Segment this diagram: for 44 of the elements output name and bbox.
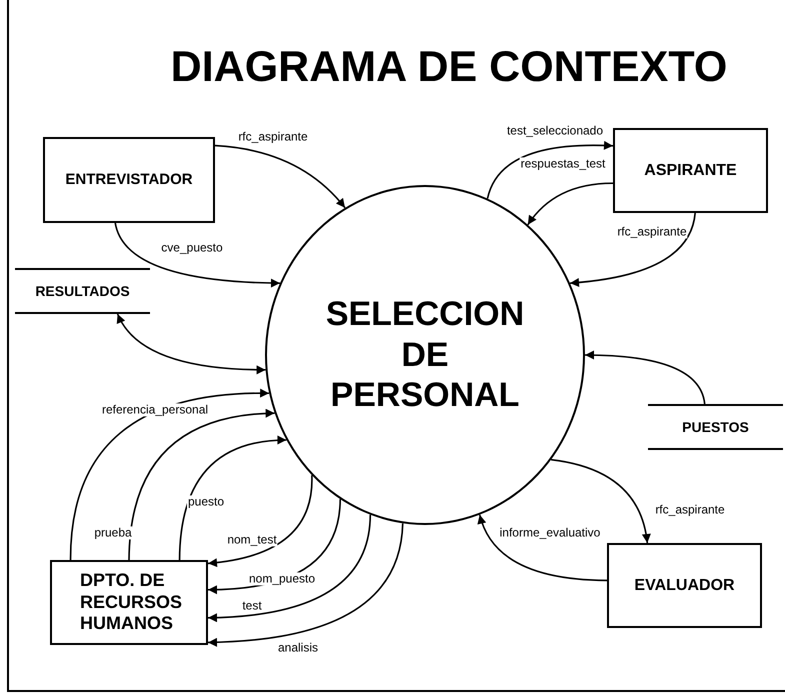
data-store — [648, 404, 783, 450]
process-circle — [265, 185, 585, 525]
arrow — [478, 514, 608, 582]
node-label: DPTO. DE RECURSOS HUMANOS — [80, 570, 184, 635]
arrow — [178, 436, 286, 560]
edge-label: respuestas_test — [520, 157, 606, 171]
arrow — [214, 144, 346, 208]
diagram-title: DIAGRAMA DE CONTEXTO — [170, 44, 728, 92]
arrow — [550, 458, 650, 544]
node-label: RESULTADOS — [35, 282, 130, 300]
arrow — [208, 475, 313, 567]
arrow — [208, 523, 404, 647]
arrow — [116, 314, 266, 374]
edge-label: referencia_personal — [100, 403, 210, 417]
edge-label: rfc_aspirante — [616, 225, 688, 239]
node-label: SELECCION DE PERSONAL — [324, 294, 526, 416]
node-label: ASPIRANTE — [644, 160, 737, 180]
edge-label: cve_puesto — [160, 241, 224, 255]
edge-label: nom_test — [226, 533, 278, 547]
arrow — [584, 350, 706, 404]
arrow — [128, 409, 275, 560]
arrow — [527, 182, 614, 226]
arrow — [208, 514, 372, 622]
edge-label: informe_evaluativo — [498, 526, 602, 540]
arrow — [70, 388, 270, 560]
external-entity-box — [607, 543, 762, 628]
external-entity-box — [50, 560, 208, 645]
external-entity-box — [43, 137, 215, 223]
arrow — [486, 141, 614, 199]
edge-label: test_seleccionado — [506, 124, 604, 138]
edge-label: nom_puesto — [248, 572, 316, 586]
arrow — [570, 212, 696, 287]
arrow — [114, 222, 280, 288]
edge-label: prueba — [93, 526, 133, 540]
node-label: EVALUADOR — [634, 576, 735, 596]
edge-label: analisis — [276, 641, 320, 655]
edge-label: puesto — [186, 495, 226, 509]
edge-label: rfc_aspirante — [237, 130, 309, 144]
node-label: PUESTOS — [682, 418, 749, 436]
external-entity-box — [613, 128, 768, 213]
node-label: ENTREVISTADOR — [65, 171, 193, 189]
edge-label: rfc_aspirante — [654, 503, 726, 517]
edge-label: test — [241, 599, 263, 613]
data-store — [15, 268, 150, 314]
